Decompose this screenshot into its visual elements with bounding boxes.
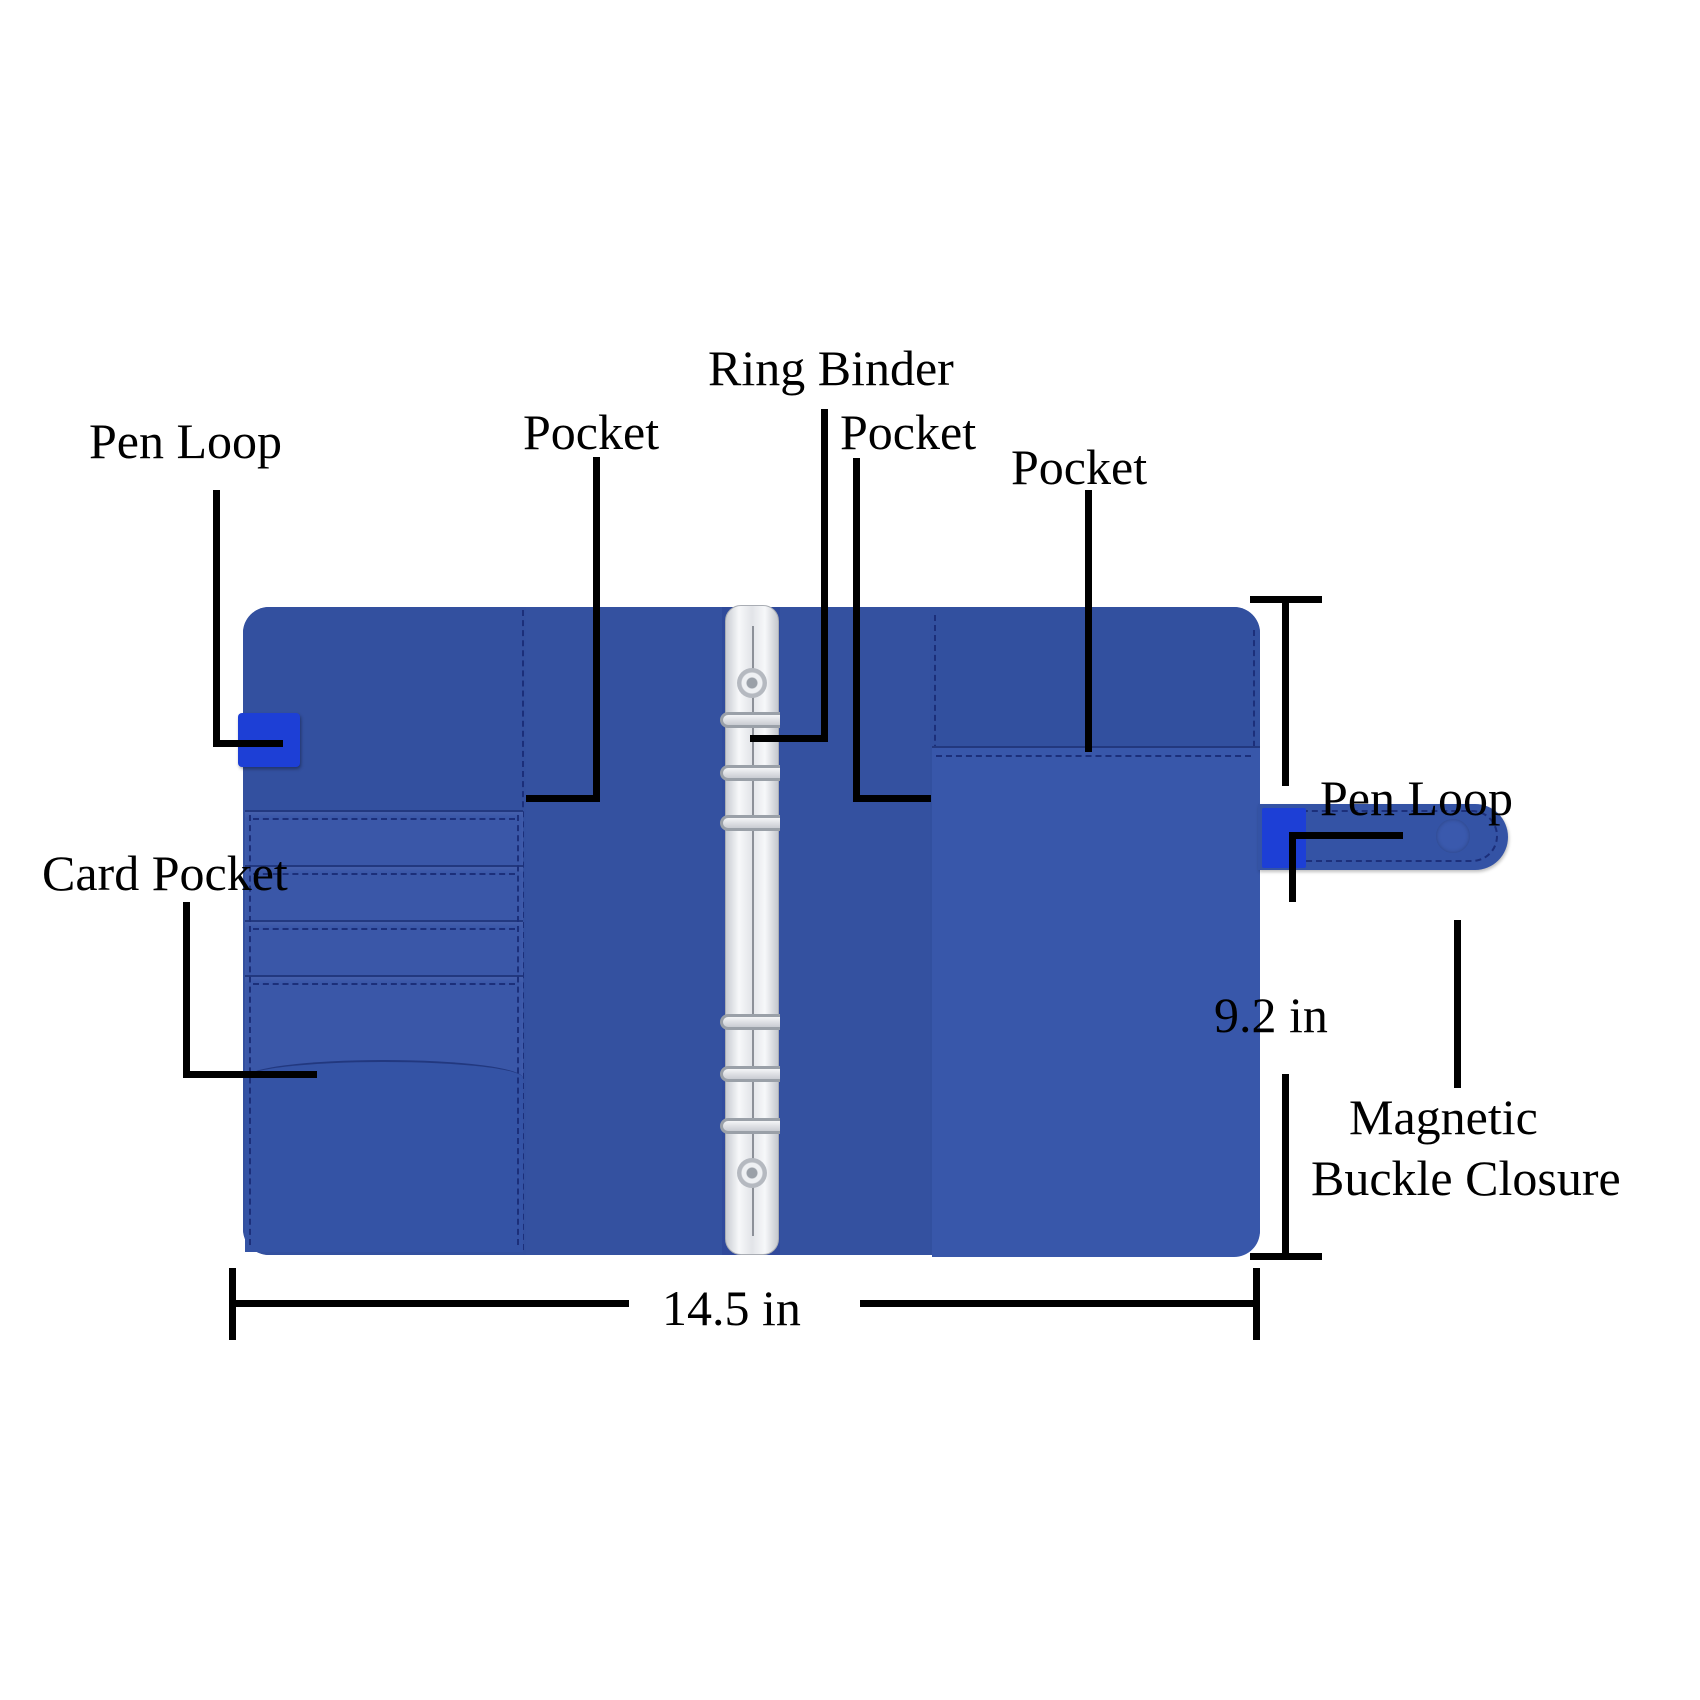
card-pocket-stitch (517, 815, 519, 1245)
callout-line-pocket-center (853, 795, 931, 802)
width-dimension-line-left (229, 1300, 629, 1307)
right-pocket[interactable] (932, 746, 1260, 1257)
card-slot-stitch (253, 983, 515, 985)
callout-line-card-pocket (183, 1071, 317, 1078)
label-magnetic: Magnetic (1349, 1089, 1538, 1145)
card-slot-stitch (253, 818, 515, 820)
width-dimension-right-cap (1253, 1268, 1260, 1340)
callout-line-pocket-left (526, 795, 600, 802)
label-pocket-center: Pocket (840, 404, 977, 460)
right-pocket-stitch (936, 755, 1251, 757)
card-pocket-stitch (249, 815, 251, 1245)
callout-line-pocket-right (1085, 490, 1092, 752)
center-left-pocket[interactable] (526, 607, 722, 1255)
label-pocket-right: Pocket (1011, 439, 1148, 495)
label-buckle-closure: Buckle Closure (1311, 1150, 1621, 1206)
binder-rivet-icon (737, 1158, 767, 1188)
callout-line-pocket-center (853, 458, 860, 801)
callout-line-pen-loop-left (213, 740, 283, 747)
callout-line-pocket-left (593, 457, 600, 801)
callout-line-magnetic-buckle (1454, 920, 1461, 1088)
curved-pocket[interactable] (245, 1060, 523, 1252)
callout-line-ring-binder (821, 409, 828, 742)
callout-line-ring-binder (750, 735, 828, 742)
label-pen-loop-left: Pen Loop (89, 413, 283, 469)
width-dimension-line-right (860, 1300, 1260, 1307)
card-slot-stitch (253, 873, 515, 875)
card-pocket[interactable] (245, 810, 525, 1255)
height-dimension-line-bottom (1282, 1074, 1289, 1260)
label-pen-loop-right: Pen Loop (1320, 770, 1514, 826)
callout-line-card-pocket (183, 902, 190, 1078)
height-dimension-bottom-cap (1250, 1253, 1322, 1260)
magnet-icon (1436, 819, 1470, 853)
callout-line-pen-loop-right (1289, 832, 1296, 902)
card-slot-stitch (253, 928, 515, 930)
dimension-height-value: 9.2 in (1214, 987, 1328, 1043)
callout-line-pen-loop-left (213, 490, 220, 747)
binder-rivet-icon (737, 668, 767, 698)
binder-spine-line (752, 626, 754, 1236)
height-dimension-line-top (1282, 596, 1289, 786)
label-pocket-left: Pocket (523, 404, 660, 460)
callout-line-pen-loop-right (1289, 832, 1403, 839)
label-ring-binder: Ring Binder (708, 340, 954, 396)
dimension-width-value: 14.5 in (662, 1280, 801, 1336)
buckle-tab-stitch (1262, 810, 1498, 862)
label-card-pocket: Card Pocket (42, 845, 288, 901)
left-panel-stitch (522, 610, 524, 1250)
